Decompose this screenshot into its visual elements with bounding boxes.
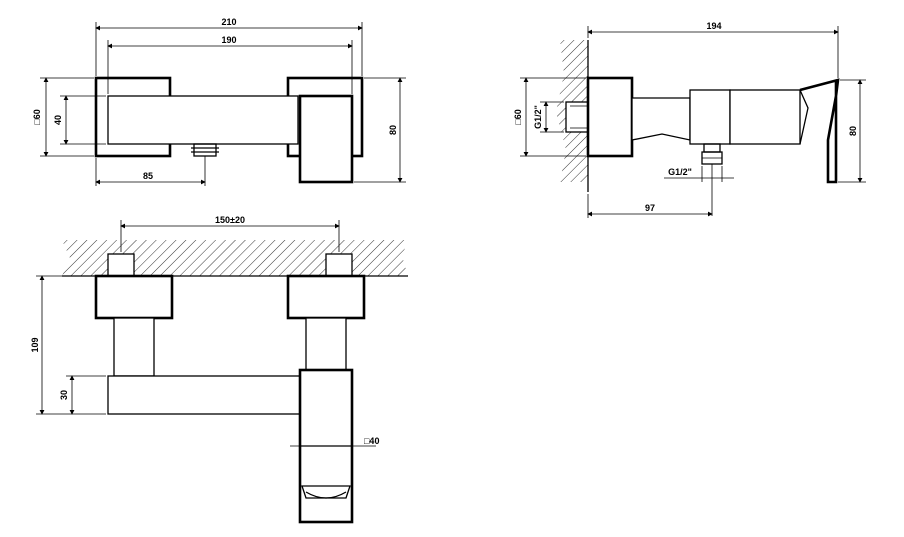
side-outlet bbox=[703, 143, 721, 153]
dim-thread-wall: G1/2" bbox=[533, 105, 543, 129]
dim-thread-outlet: G1/2" bbox=[668, 167, 692, 177]
dim-80-front: 80 bbox=[388, 125, 398, 135]
dim-80-side: 80 bbox=[848, 126, 858, 136]
top-lever-end bbox=[301, 485, 351, 499]
side-lever bbox=[799, 78, 840, 184]
dim-85: 85 bbox=[143, 171, 153, 181]
side-square bbox=[586, 76, 634, 158]
front-mixer-body bbox=[298, 94, 354, 184]
wall-fitting bbox=[565, 101, 589, 133]
dim-97: 97 bbox=[645, 203, 655, 213]
dim-210: 210 bbox=[221, 17, 236, 27]
dim-square-40: □40 bbox=[364, 436, 379, 446]
top-neck-left bbox=[113, 317, 155, 377]
top-plate-right bbox=[286, 274, 366, 320]
top-fitting-left bbox=[107, 253, 135, 277]
side-view: 194 □60 G1/2" G1/2" 97 80 bbox=[513, 21, 866, 218]
dim-40: 40 bbox=[53, 115, 63, 125]
top-neck-right bbox=[305, 317, 347, 377]
dim-side-square-60: □60 bbox=[513, 109, 523, 124]
side-neck bbox=[631, 97, 691, 141]
front-outlet bbox=[193, 143, 217, 157]
dim-square-60: □60 bbox=[32, 109, 42, 124]
side-body-front bbox=[729, 89, 801, 145]
dim-194: 194 bbox=[706, 21, 721, 31]
top-fitting-right bbox=[325, 253, 353, 277]
dim-190: 190 bbox=[221, 35, 236, 45]
front-bar bbox=[107, 95, 299, 145]
dim-30: 30 bbox=[59, 390, 69, 400]
top-plate-left bbox=[94, 274, 174, 320]
dim-150: 150±20 bbox=[215, 215, 245, 225]
side-body bbox=[689, 89, 731, 145]
top-view: 150±20 109 30 □40 bbox=[30, 215, 408, 524]
wall-top-hatch bbox=[62, 240, 408, 276]
top-bar bbox=[107, 375, 301, 415]
front-view: 210 190 □60 40 85 80 bbox=[32, 17, 406, 186]
dim-109: 109 bbox=[30, 337, 40, 352]
